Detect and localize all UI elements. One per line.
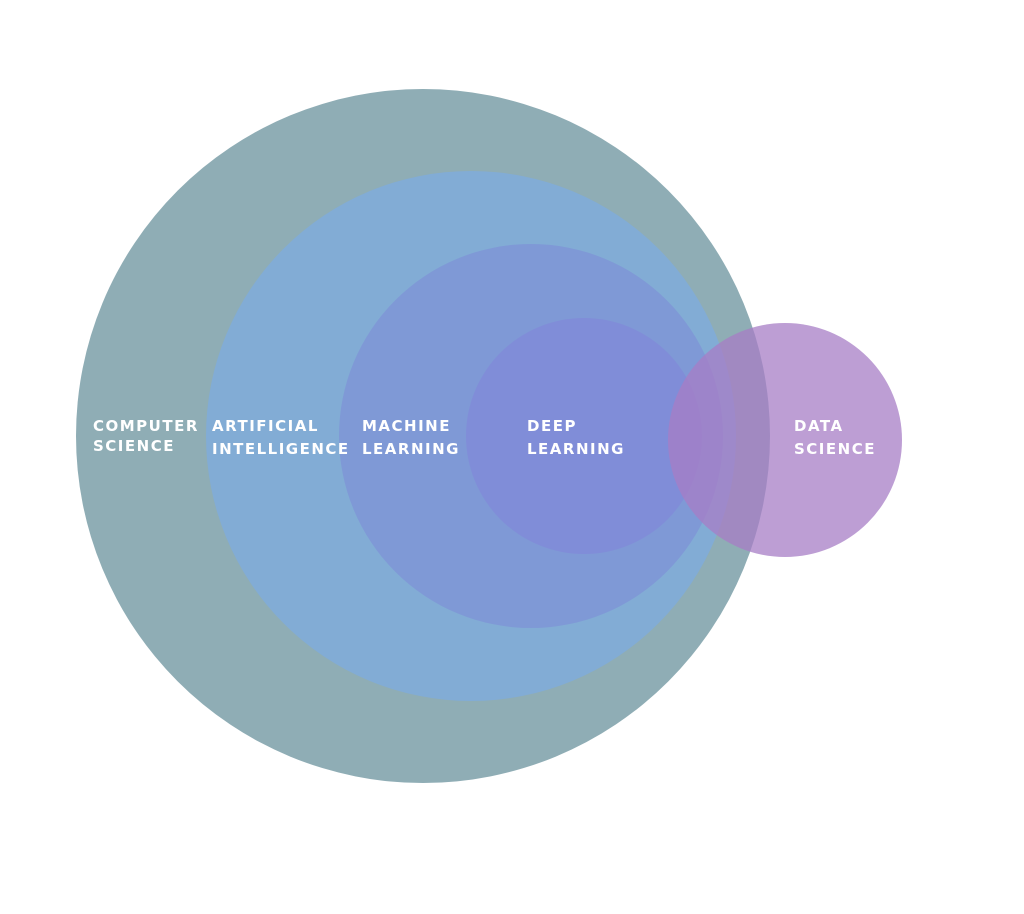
- machine-learning-label-line-1: MACHINE: [362, 417, 451, 435]
- deep-learning-label: DEEP LEARNING: [527, 417, 625, 458]
- data-science-label: DATA SCIENCE: [794, 417, 876, 458]
- deep-learning-label-line-1: DEEP: [527, 417, 577, 435]
- computer-science-label-line-1: COMPUTER: [93, 417, 199, 435]
- deep-learning-circle: [466, 318, 702, 554]
- deep-learning-label-line-2: LEARNING: [527, 440, 625, 458]
- artificial-intelligence-label: ARTIFICIAL INTELLIGENCE: [212, 417, 350, 458]
- computer-science-label: COMPUTER SCIENCE: [93, 417, 206, 455]
- artificial-intelligence-label-line-1: ARTIFICIAL: [212, 417, 319, 435]
- artificial-intelligence-label-line-2: INTELLIGENCE: [212, 440, 350, 458]
- data-science-circle: [668, 323, 902, 557]
- data-science-label-line-2: SCIENCE: [794, 440, 876, 458]
- data-science-label-line-1: DATA: [794, 417, 844, 435]
- computer-science-label-line-2: SCIENCE: [93, 437, 175, 455]
- machine-learning-label: MACHINE LEARNING: [362, 417, 460, 458]
- machine-learning-label-line-2: LEARNING: [362, 440, 460, 458]
